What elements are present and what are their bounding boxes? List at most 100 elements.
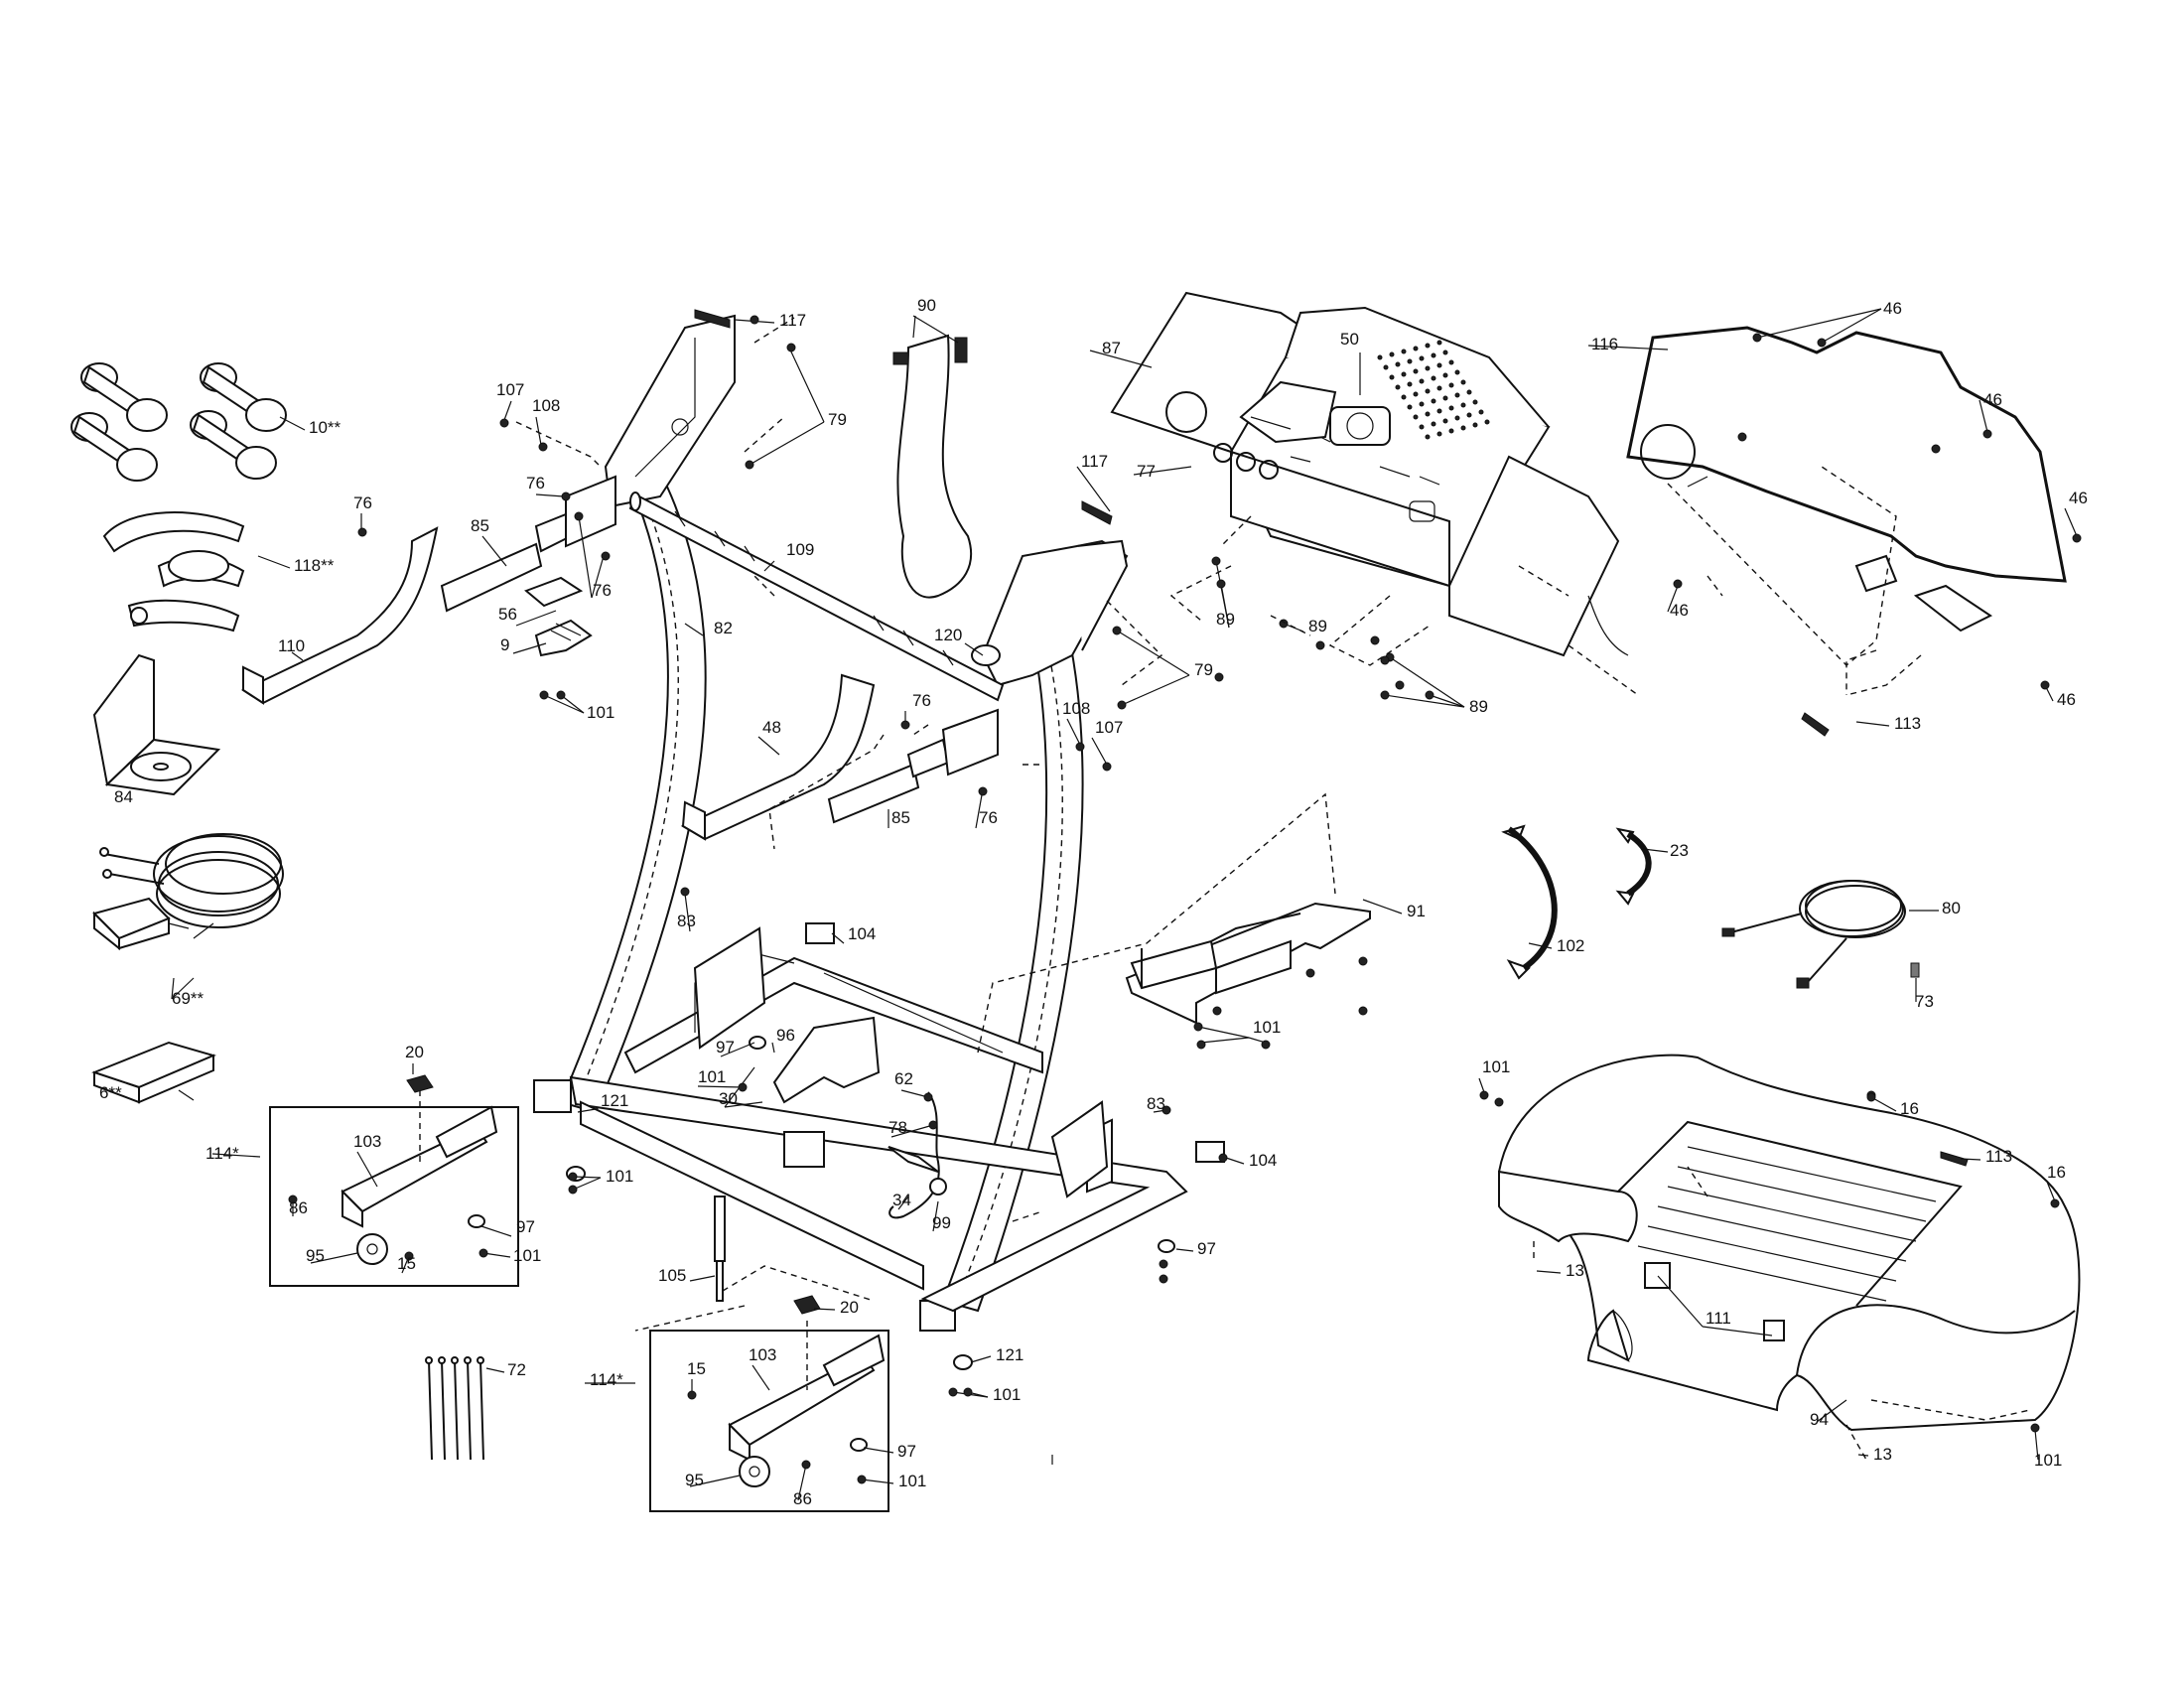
screw xyxy=(1075,742,1085,752)
leader-line xyxy=(512,642,547,654)
grille-dot xyxy=(1395,361,1401,367)
decal-117a xyxy=(694,309,731,329)
grille-dot xyxy=(1401,394,1407,400)
grille-dot xyxy=(1448,405,1454,411)
grille-dot xyxy=(1413,391,1419,397)
grille-dot xyxy=(1442,395,1448,401)
part-label: 101 xyxy=(606,1167,633,1186)
leader-line xyxy=(1089,350,1153,368)
leader-line xyxy=(932,1200,939,1232)
pads-and-feet xyxy=(406,922,1225,1452)
part-label: 101 xyxy=(898,1472,926,1490)
leader-line xyxy=(178,1089,195,1101)
grille-dot xyxy=(1442,372,1448,378)
screw xyxy=(900,720,910,730)
part-label: 20 xyxy=(840,1298,859,1317)
part-label: 117 xyxy=(1081,452,1108,471)
leader-line xyxy=(171,977,175,1000)
screw xyxy=(556,690,566,700)
part-label: 97 xyxy=(716,1038,735,1056)
bracket-56 xyxy=(524,576,584,608)
screws-and-leaders xyxy=(171,308,2082,1501)
screw xyxy=(1196,1040,1206,1050)
screw xyxy=(1214,672,1224,682)
part-label: 107 xyxy=(1095,718,1123,737)
motor-bracket-96 xyxy=(772,1016,881,1168)
leader-line xyxy=(890,1124,934,1138)
grille-dot xyxy=(1436,385,1442,391)
motor-hood-94 xyxy=(1497,1054,2081,1432)
decal-117b xyxy=(1081,500,1113,525)
grille-dot xyxy=(1425,388,1431,394)
leader-line xyxy=(2034,1429,2039,1461)
part-label: 107 xyxy=(496,380,524,399)
leader-line xyxy=(211,1153,261,1158)
part-label: 97 xyxy=(1197,1239,1216,1258)
part-label: 101 xyxy=(698,1067,726,1086)
upper-post-left xyxy=(604,314,736,508)
leader-line xyxy=(515,610,557,627)
part-label: 80 xyxy=(1942,899,1961,917)
dashed-leaders xyxy=(515,317,2031,1461)
power-cord-80 xyxy=(1721,880,1906,989)
leader-line xyxy=(1667,585,1679,613)
part-label: 23 xyxy=(1670,841,1689,860)
screw xyxy=(568,1172,578,1182)
grille-dot xyxy=(1448,428,1454,434)
leader-line xyxy=(279,416,306,431)
part-label: 79 xyxy=(1194,660,1213,679)
part-label: 76 xyxy=(353,493,372,512)
handrail-48 xyxy=(680,673,876,841)
grille-dot xyxy=(1454,392,1460,398)
part-label: 76 xyxy=(912,691,931,710)
leader-line xyxy=(1175,1248,1194,1252)
leader-line xyxy=(1362,899,1403,915)
bracket-85-left xyxy=(440,475,616,613)
part-label: 13 xyxy=(1873,1445,1892,1464)
grille-dot xyxy=(1407,381,1413,387)
grille-dot xyxy=(1484,419,1490,425)
screw xyxy=(288,1195,298,1204)
screw xyxy=(786,343,796,352)
grille-dot xyxy=(1425,434,1431,440)
grille-dot xyxy=(1413,368,1419,374)
part-label: 89 xyxy=(1308,617,1327,635)
part-label: 20 xyxy=(405,1043,424,1061)
cable-ties-72 xyxy=(425,1356,484,1461)
grille-dot xyxy=(1389,374,1395,380)
screw xyxy=(539,690,549,700)
grille-dot xyxy=(1419,378,1425,384)
grille-dot xyxy=(1431,398,1436,404)
grille-dot xyxy=(1460,379,1466,385)
part-label: 95 xyxy=(685,1471,704,1489)
dumbbells-10 xyxy=(70,362,287,482)
leader-line xyxy=(1587,345,1669,351)
screw xyxy=(357,527,367,537)
grille-dot xyxy=(1454,415,1460,421)
screw xyxy=(1866,1092,1876,1102)
grille-dot xyxy=(1478,409,1484,415)
grille-dot xyxy=(1466,412,1472,418)
chest-strap-118 xyxy=(102,511,245,633)
grille-dot xyxy=(1460,402,1466,408)
part-label: 104 xyxy=(1249,1151,1277,1170)
leader-line xyxy=(1960,1158,1981,1161)
leader-line xyxy=(1429,694,1465,708)
screw xyxy=(601,551,611,561)
leader-line xyxy=(1756,308,1882,339)
screw xyxy=(738,1082,748,1092)
part-label: 46 xyxy=(1670,601,1689,620)
grille-dot xyxy=(1419,355,1425,361)
part-label: 97 xyxy=(516,1217,535,1236)
screw xyxy=(1358,956,1368,966)
part-label: 99 xyxy=(932,1213,951,1232)
leader-line xyxy=(1384,694,1465,708)
part-label: 116 xyxy=(1591,335,1618,353)
part-label: 96 xyxy=(776,1026,795,1045)
screw xyxy=(1261,1040,1271,1050)
screw xyxy=(568,1185,578,1195)
shelf-91 xyxy=(1125,902,1371,1025)
grille-dot xyxy=(1389,352,1395,357)
part-label: 76 xyxy=(526,474,545,493)
